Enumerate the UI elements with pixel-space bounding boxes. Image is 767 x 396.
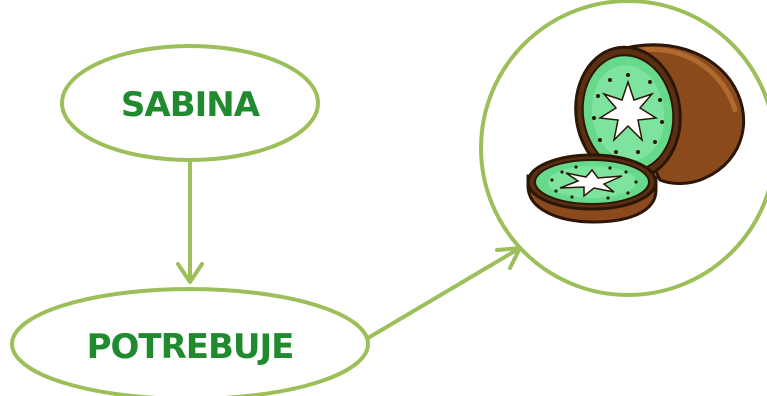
kiwi-icon xyxy=(526,43,746,224)
node-sabina: SABINA xyxy=(60,44,320,162)
node-sabina-label: SABINA xyxy=(121,85,261,125)
node-potrebuje: POTREBUJE xyxy=(10,287,370,396)
arrow-potrebuje-to-kiwi xyxy=(366,246,522,340)
arrow-sabina-to-potrebuje xyxy=(176,161,204,284)
node-sabina-ellipse xyxy=(60,44,320,162)
node-potrebuje-label: POTREBUJE xyxy=(87,327,294,367)
node-potrebuje-ellipse xyxy=(10,287,370,396)
node-kiwi xyxy=(479,0,767,297)
